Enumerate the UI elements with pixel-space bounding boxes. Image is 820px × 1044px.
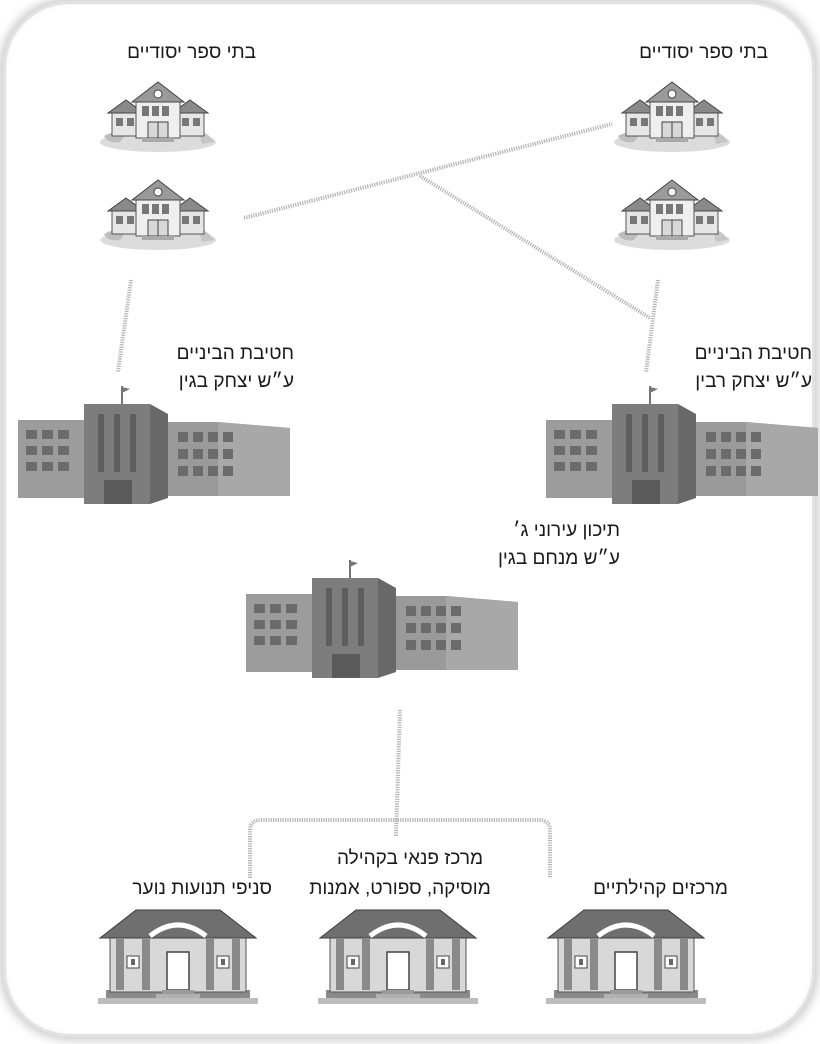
youth-branches-label: סניפי תנועות נוער [132,878,272,899]
private-center-title: מרכז פנאי בקהילה [336,848,484,869]
middle-school-right-title: חטיבת הביניים [694,343,812,364]
primary-schools-right-label: בתי ספר יסודיים [639,42,768,63]
middle-school-left-title: חטיבת הביניים [176,343,294,364]
middle-school-left-name: ע״ש יצחק בגין [178,371,294,392]
community-centers-building-icon [546,910,706,1004]
middle-school-rabin-icon [545,385,819,505]
middle-school-right-name: ע״ש יצחק רבין [695,371,812,392]
primary-school-right-2-icon [613,179,731,251]
middle-school-begin-icon [17,385,291,505]
community-centers-label: מרכזים קהילתיים [593,878,728,899]
primary-school-right-1-icon [613,81,731,153]
connection-lines [116,122,660,878]
youth-branches-building-icon [98,910,258,1004]
high-school-icon [245,559,519,679]
high-school-name: ע״ש מנחם בגין [497,548,620,569]
primary-school-left-2-icon [99,179,217,251]
private-center-building-icon [318,910,478,1004]
primary-schools-left-label: בתי ספר יסודיים [127,42,256,63]
primary-school-left-1-icon [99,81,217,153]
private-center-subtitle: מוסיקה, ספורט, אמנות [309,878,491,899]
diagram-frame [6,4,812,1034]
high-school-title: תיכון עירוני ג׳ [513,520,620,541]
